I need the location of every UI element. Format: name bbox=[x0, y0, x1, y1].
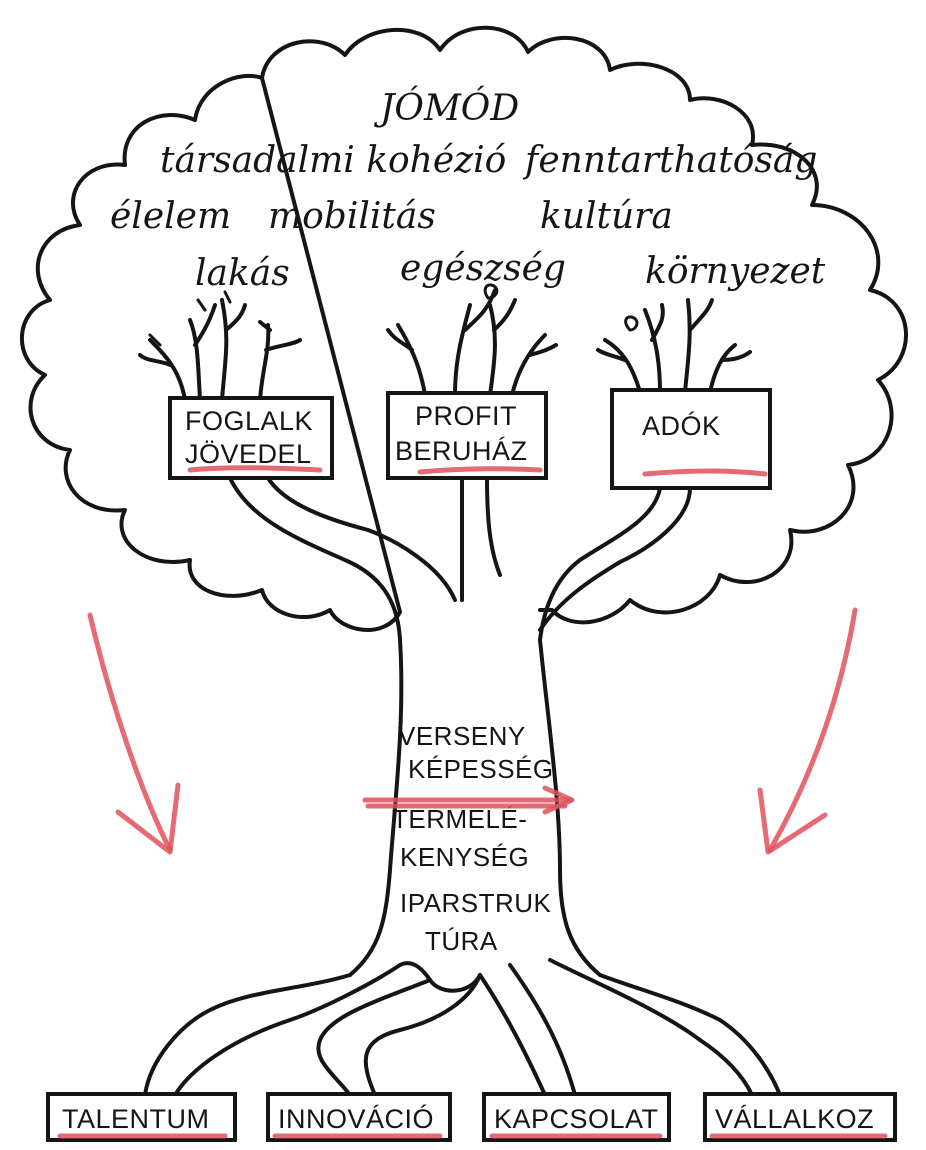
branch-box-foglalk-line1: FOGLALK bbox=[185, 406, 313, 436]
root-box-talentum-label: TALENTUM bbox=[62, 1104, 210, 1134]
canopy-word-egeszseg: egészség bbox=[400, 248, 566, 289]
trunk-line-verseny: VERSENY bbox=[398, 721, 526, 751]
canopy-word-lakas: lakás bbox=[195, 253, 290, 294]
canopy-outline bbox=[20, 25, 908, 632]
branch-box-foglalk-line2: JÖVEDEL bbox=[185, 439, 312, 469]
branch-box-profit-line1: PROFIT bbox=[415, 401, 517, 431]
trunk-line-kepesseg: KÉPESSÉG bbox=[408, 754, 554, 784]
trunk-line-termele: TERMELÉ- bbox=[392, 804, 527, 834]
sprouts-middle bbox=[386, 283, 558, 397]
canopy-word-elelem: élelem bbox=[110, 196, 231, 237]
sprouts-left bbox=[138, 290, 302, 402]
root-box-innovacio: INNOVÁCIÓ bbox=[266, 1092, 452, 1142]
red-arrow-left bbox=[87, 612, 181, 855]
branch-box-profit: PROFIT BERUHÁZ bbox=[386, 391, 548, 480]
trunk-line-tura: TÚRA bbox=[425, 926, 498, 956]
root-box-talentum: TALENTUM bbox=[46, 1092, 237, 1142]
canopy-word-kornyezet: környezet bbox=[645, 251, 826, 292]
trunk-line-iparstruk: IPARSTRUK bbox=[400, 888, 552, 918]
tree-trunk bbox=[143, 476, 782, 1097]
canopy-word-kultura: kultúra bbox=[540, 196, 673, 237]
branch-box-profit-line2: BERUHÁZ bbox=[395, 436, 528, 466]
root-box-kapcsolat: KAPCSOLAT bbox=[482, 1092, 671, 1142]
root-box-kapcsolat-label: KAPCSOLAT bbox=[494, 1104, 659, 1134]
branch-box-adok-line1: ADÓK bbox=[642, 410, 721, 441]
canopy-word-fenntarthatosag: fenntarthatóság bbox=[522, 140, 817, 181]
sprouts-right bbox=[596, 298, 752, 394]
canopy-word-jomod: JÓMÓD bbox=[373, 87, 519, 129]
canopy-word-mobilitas: mobilitás bbox=[268, 196, 436, 237]
trunk-line-kenyseg: KENYSÉG bbox=[400, 842, 529, 872]
trunk-red-arrow bbox=[362, 785, 575, 815]
branch-box-adok: ADÓK bbox=[610, 388, 772, 490]
root-box-vallalkoz-label: VÁLLALKOZ bbox=[715, 1104, 874, 1134]
root-box-innovacio-label: INNOVÁCIÓ bbox=[278, 1103, 434, 1134]
branch-box-foglalk: FOGLALK JÖVEDEL bbox=[168, 396, 334, 480]
canopy-word-tarsadalmi-kohezio: társadalmi kohézió bbox=[160, 140, 506, 181]
root-box-vallalkoz: VÁLLALKOZ bbox=[703, 1092, 897, 1142]
red-arrow-right bbox=[757, 607, 858, 855]
